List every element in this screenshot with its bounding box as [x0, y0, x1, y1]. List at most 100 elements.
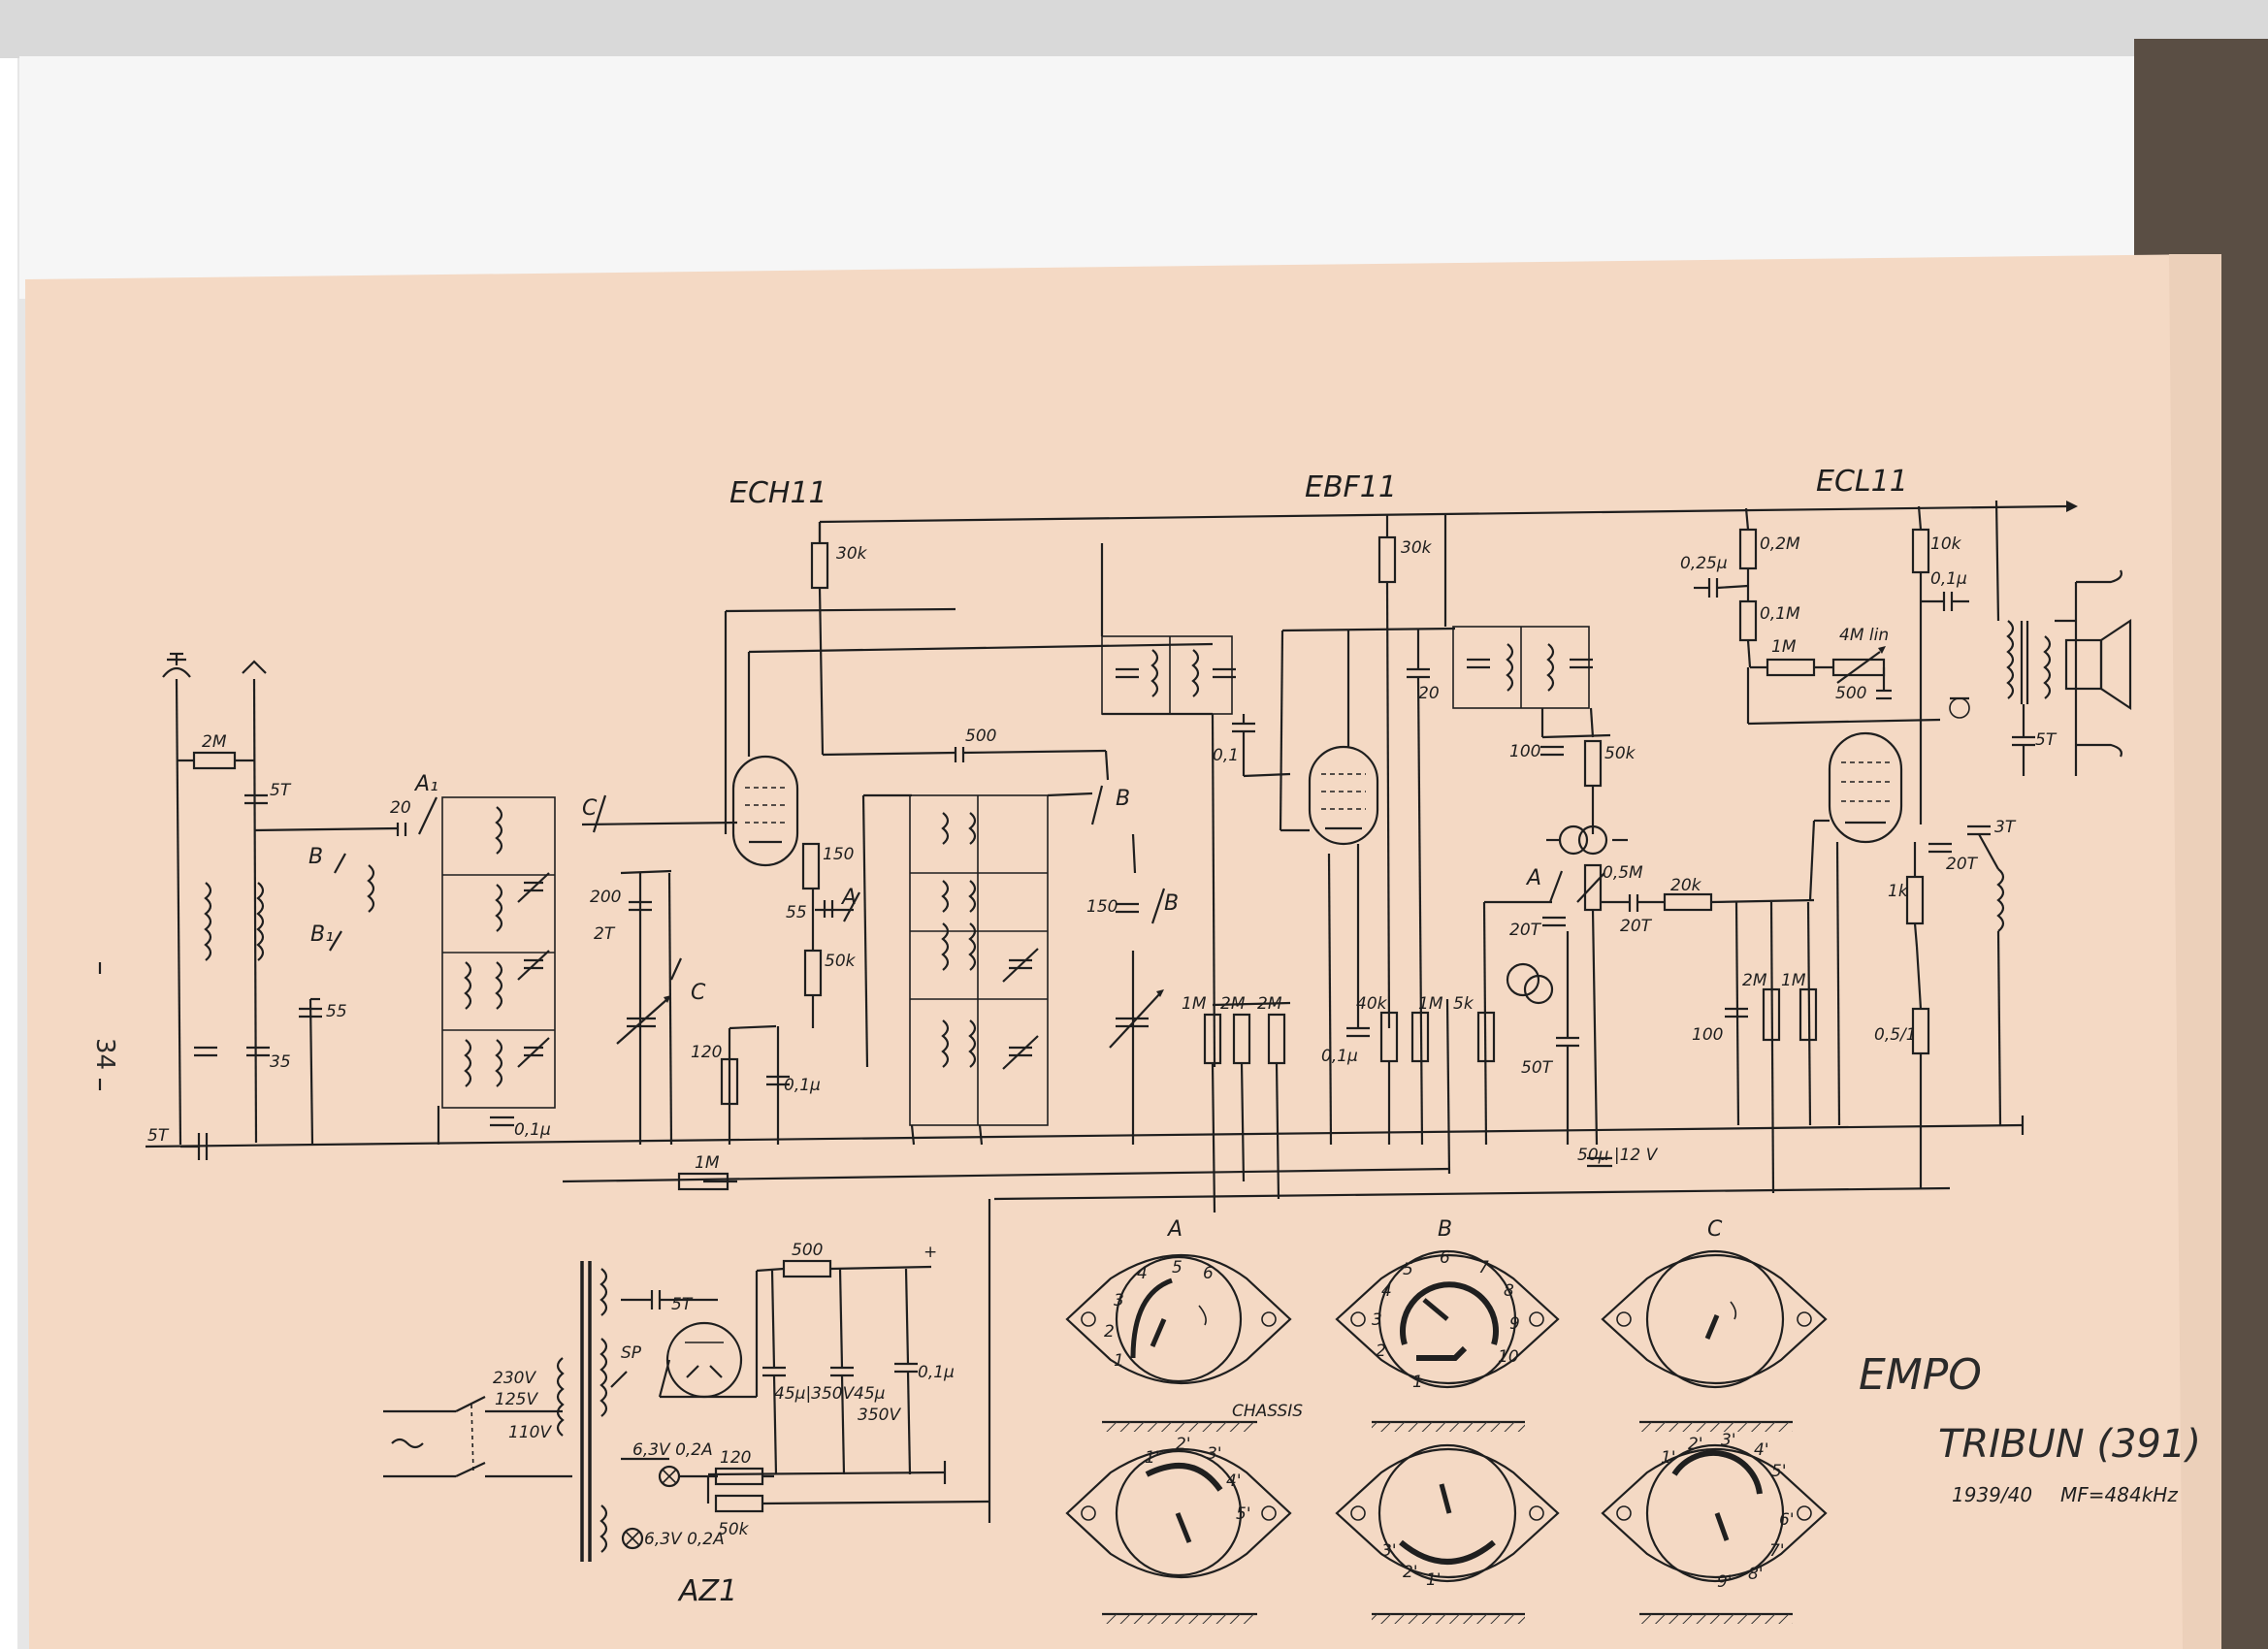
circuit-wire: [1150, 888, 1166, 924]
component-label: 2M: [1220, 994, 1246, 1014]
circuit-wire: [1422, 1298, 1449, 1321]
if-transformer-2: [1443, 514, 1595, 738]
component-body: [1798, 987, 1818, 1042]
component-label: 20k: [1670, 876, 1702, 895]
component-label: 1': [1426, 1570, 1442, 1590]
circuit-wire: [669, 957, 683, 981]
circuit-trace: [495, 961, 503, 1010]
ground-bus: [145, 1116, 2025, 1148]
circuit-trace: [968, 922, 977, 971]
circuit-trace: [2006, 620, 2015, 699]
circuit-trace: [495, 884, 503, 932]
circuit-trace: [599, 1268, 608, 1316]
component-label: C: [691, 981, 706, 1005]
component-label: 1M: [1418, 994, 1443, 1014]
circuit-wire: [1175, 1512, 1192, 1543]
circuit-wire: [562, 1167, 1451, 1183]
component-label: 3T: [1994, 818, 2017, 837]
component-label: 50k: [1604, 744, 1636, 763]
circuit-wire: [1589, 707, 1595, 738]
component-label: 8: [1504, 1281, 1514, 1301]
component-label: B: [1116, 787, 1130, 811]
component-label: 1M: [1771, 637, 1797, 657]
title-block: EMPO TRIBUN (391) 1939/40 MF=484kHz: [1859, 1350, 2201, 1506]
component-label: 5': [1771, 1462, 1787, 1481]
circuit-wire: [592, 794, 607, 833]
component-label: 6,3V 0,2A: [644, 1530, 725, 1549]
circuit-wire: [904, 1268, 910, 1365]
component-label: B: [308, 845, 323, 869]
circuit-wire: [1835, 841, 1841, 1126]
component-label: C: [1707, 1217, 1723, 1242]
antenna-coil-2: [256, 882, 265, 961]
power-supply: 230V 125V 110V SP 5T 500 + 45µ|350V 45µ …: [383, 1241, 990, 1562]
circuit-trace: [1335, 1254, 1560, 1384]
circuit-wire: [729, 1024, 777, 1030]
intermediate-frequency: MF=484kHz: [2060, 1483, 2178, 1506]
component-label: 0,5/1: [1874, 1025, 1917, 1045]
circuit-wire: [1131, 833, 1137, 874]
circuit-wire: [662, 1469, 677, 1484]
circuit-wire: [1746, 639, 1752, 668]
component-body: [1476, 1011, 1496, 1063]
circuit-trace: [968, 880, 977, 913]
wafer-a-bottom: 1' 2' 3' 4' 5': [1065, 1435, 1292, 1624]
circuit-wire: [910, 1124, 916, 1146]
component-label: 200: [590, 888, 621, 907]
circuit-wire: [962, 749, 1107, 755]
circuit-wire: [1734, 901, 1740, 1126]
circuit-trace: [968, 812, 977, 845]
component-label: 3: [1114, 1291, 1124, 1310]
schematic-element: [2066, 501, 2078, 512]
circuit-trace: [2076, 569, 2122, 584]
circuit-wire: [840, 1374, 846, 1475]
component-label: 7: [1478, 1258, 1489, 1277]
page-number: 34: [90, 1038, 119, 1070]
component-label: 3': [1381, 1541, 1397, 1561]
circuit-wire: [1591, 909, 1599, 1146]
wafer-c-bottom: 1' 2' 3' 4' 5' 6' 7' 8' 9': [1601, 1431, 1828, 1624]
antenna-coil-1: [204, 882, 212, 961]
circuit-trace: [599, 1338, 608, 1417]
circuit-wire: [1710, 898, 1815, 904]
component-label: 150: [1086, 897, 1118, 917]
circuit-trace: [968, 1019, 977, 1068]
component-node: [1645, 1443, 1785, 1583]
component-label: 7': [1769, 1541, 1785, 1561]
circuit-trace: [1416, 1345, 1468, 1361]
component-label: 4': [1226, 1471, 1242, 1491]
circuit-trace: [1730, 1301, 1737, 1320]
circuit-wire: [620, 869, 672, 875]
schematic-element: [1878, 646, 1886, 654]
circuit-wire: [1978, 833, 1999, 870]
schematic-element: [517, 950, 550, 981]
ebf11-tube-stage: 30k 20 40k 1M 0,1µ: [1279, 514, 1456, 1175]
detector-volume-section: 100 50k 0,5M A 20T 20T 20k 5k 50T: [1453, 708, 1815, 1168]
component-node: [1797, 1311, 1812, 1327]
circuit-trace: [941, 812, 950, 845]
component-label: 5T: [671, 1295, 694, 1314]
component-node: [1645, 1249, 1785, 1389]
circuit-trace: [1400, 1281, 1499, 1345]
component-node: [1377, 1443, 1517, 1583]
component-label: 5: [1172, 1258, 1183, 1277]
component-label: CHASSIS: [1232, 1402, 1303, 1421]
circuit-wire: [1150, 1318, 1167, 1347]
circuit-wire: [517, 950, 550, 981]
component-label: 55: [326, 1002, 347, 1021]
component-label: A₁: [413, 772, 438, 796]
component-label: 0,5M: [1603, 863, 1643, 883]
circuit-wire: [1541, 733, 1611, 739]
circuit-wire: [906, 1371, 912, 1475]
component-label: 50k: [825, 952, 857, 971]
component-label: 100: [1509, 742, 1540, 761]
circuit-wire: [1211, 713, 1216, 1068]
circuit-wire: [709, 1365, 723, 1378]
circuit-wire: [658, 1359, 671, 1398]
component-label: 2M: [1257, 994, 1282, 1014]
if-transformer-1: 0,1: [1100, 543, 1291, 1068]
circuit-trace: [1335, 1448, 1560, 1578]
tube-label-ech11: ECH11: [729, 476, 827, 510]
circuit-wire: [1996, 930, 2002, 1126]
circuit-wire: [1744, 507, 1750, 531]
